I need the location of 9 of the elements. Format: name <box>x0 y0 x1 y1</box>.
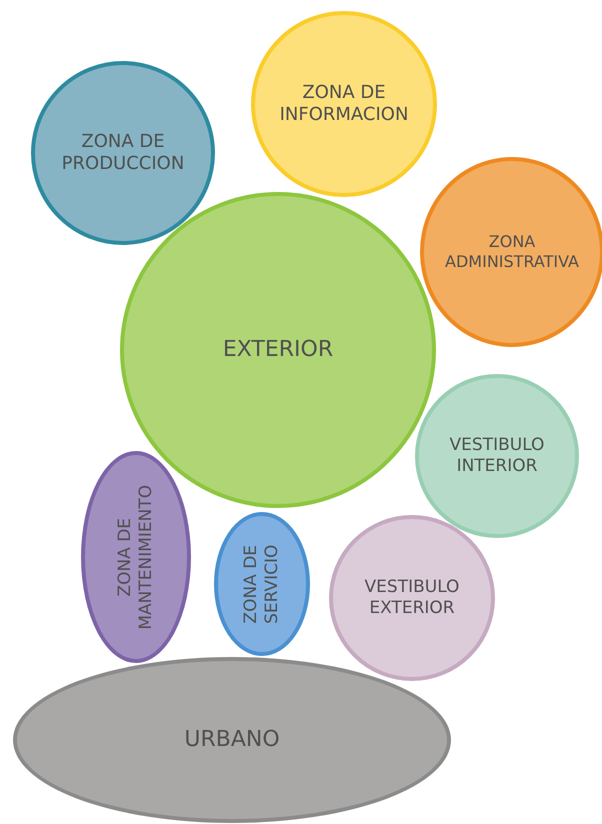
zone-label: VESTIBULO INTERIOR <box>448 434 546 478</box>
zone-label: ZONA DE SERVICIO <box>240 543 283 626</box>
zone-label: URBANO <box>184 726 280 754</box>
zone-label: ZONA ADMINISTRATIVA <box>444 232 580 272</box>
zone-label: EXTERIOR <box>222 336 334 364</box>
zone-label: VESTIBULO EXTERIOR <box>364 576 460 620</box>
zone-label: ZONA DE PRODUCCION <box>60 130 186 176</box>
zone-label: ZONA DE MANTENIMIENTO <box>114 484 157 632</box>
zone-label: ZONA DE INFORMACION <box>278 82 410 126</box>
